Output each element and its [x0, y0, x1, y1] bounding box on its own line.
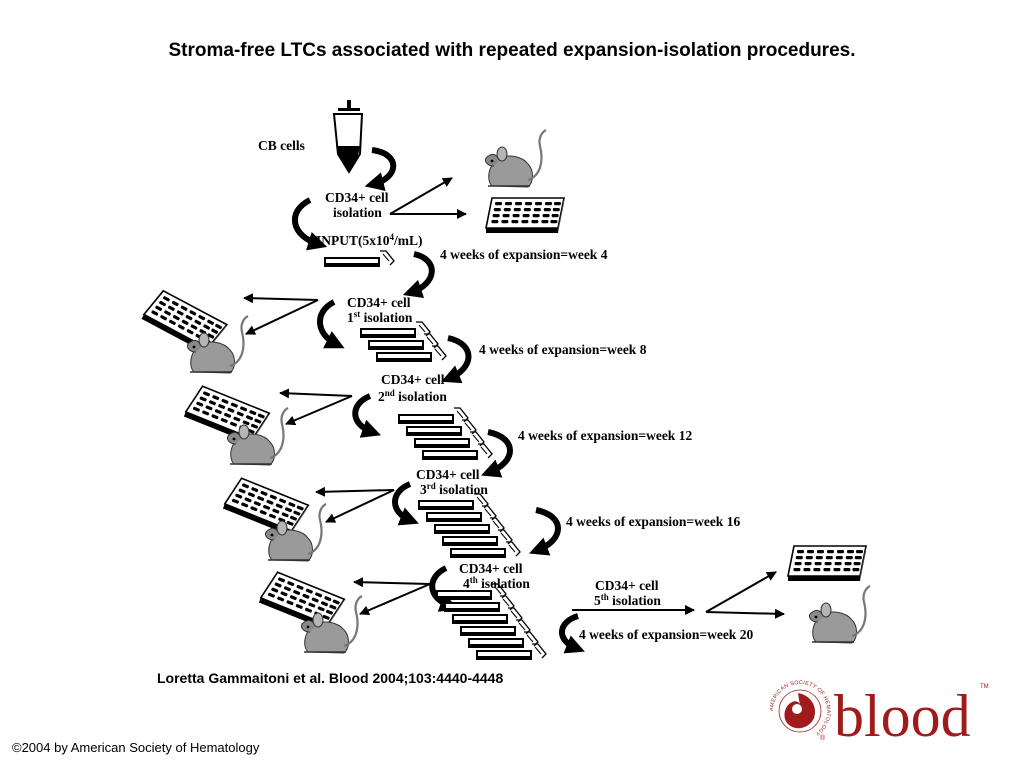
isolation-label: 3rd isolation	[420, 481, 488, 497]
cb-cells-label: CB cells	[258, 138, 305, 153]
arrow-to-mouse	[359, 583, 431, 616]
culture-stack	[436, 583, 547, 660]
cd34-cell-label: CD34+ cell	[347, 295, 411, 310]
curved-arrow-icon	[364, 147, 397, 191]
culture-stack	[324, 250, 395, 267]
curved-arrow-icon	[481, 429, 513, 478]
input-label: INPUT(5x104/mL)	[316, 232, 423, 248]
logo-wordmark: blood	[834, 683, 971, 746]
arrow-to-mouse	[285, 395, 353, 426]
cd34-cell-label: CD34+ cell	[381, 372, 445, 387]
mouse-icon	[484, 128, 548, 189]
mouse-icon	[808, 584, 872, 645]
arrow-to-mouse	[705, 608, 785, 619]
logo-reg: ®	[820, 734, 826, 742]
copyright-notice: ©2004 by American Society of Hematology	[12, 740, 260, 755]
arrow-to-plate	[315, 486, 395, 497]
arrow-to-plate	[705, 571, 777, 613]
curved-arrow-icon	[441, 335, 472, 384]
expansion-label: 4 weeks of expansion=week 4	[440, 247, 608, 262]
arrow-to-mouse	[389, 177, 453, 215]
expansion-label: 4 weeks of expansion=week 20	[579, 627, 753, 642]
curved-arrow-icon	[291, 197, 328, 251]
curved-arrow-icon	[529, 507, 561, 556]
arrow-to-plate	[279, 388, 353, 399]
isolation-label: isolation	[333, 205, 382, 220]
expansion-label: 4 weeks of expansion=week 16	[566, 514, 740, 529]
logo-tm: TM	[980, 684, 989, 690]
culture-stack	[418, 493, 521, 558]
cd34-cell-label: CD34+ cell	[595, 578, 659, 593]
culture-plate-icon	[485, 197, 565, 234]
culture-stack	[398, 407, 493, 460]
culture-plate-icon	[222, 475, 310, 539]
curved-arrow-icon	[559, 613, 585, 654]
arrow-to-plate	[243, 293, 319, 304]
expansion-label: 4 weeks of expansion=week 8	[479, 342, 647, 357]
culture-plate-icon	[787, 545, 867, 582]
citation: Loretta Gammaitoni et al. Blood 2004;103…	[157, 670, 504, 686]
isolation-label: 1st isolation	[347, 309, 413, 325]
curved-arrow-icon	[392, 481, 419, 526]
isolation-label: 5th isolation	[594, 592, 661, 608]
cd34-cell-label: CD34+ cell	[459, 561, 523, 576]
curved-arrow-icon	[352, 393, 382, 438]
cd34-cell-label: CD34+ cell	[325, 190, 389, 205]
culture-stack	[360, 321, 447, 362]
curved-arrow-icon	[317, 299, 345, 349]
isolation-label: 2nd isolation	[378, 388, 447, 404]
slide-title: Stroma-free LTCs associated with repeate…	[168, 40, 856, 61]
expansion-label: 4 weeks of expansion=week 12	[518, 428, 692, 443]
curved-arrow-icon	[429, 565, 460, 612]
arrow-to-mouse	[245, 299, 319, 335]
syringe-icon	[332, 100, 364, 174]
blood-journal-logo: AMERICAN SOCIETY OF HEMATOLOGY blood TM …	[770, 680, 989, 746]
cd34-cell-label: CD34+ cell	[416, 467, 480, 482]
curved-arrow-icon	[402, 251, 435, 299]
arrow-to-plate	[353, 577, 431, 588]
isolation-label: 4th isolation	[463, 575, 530, 591]
arrow-to-mouse	[325, 489, 395, 523]
